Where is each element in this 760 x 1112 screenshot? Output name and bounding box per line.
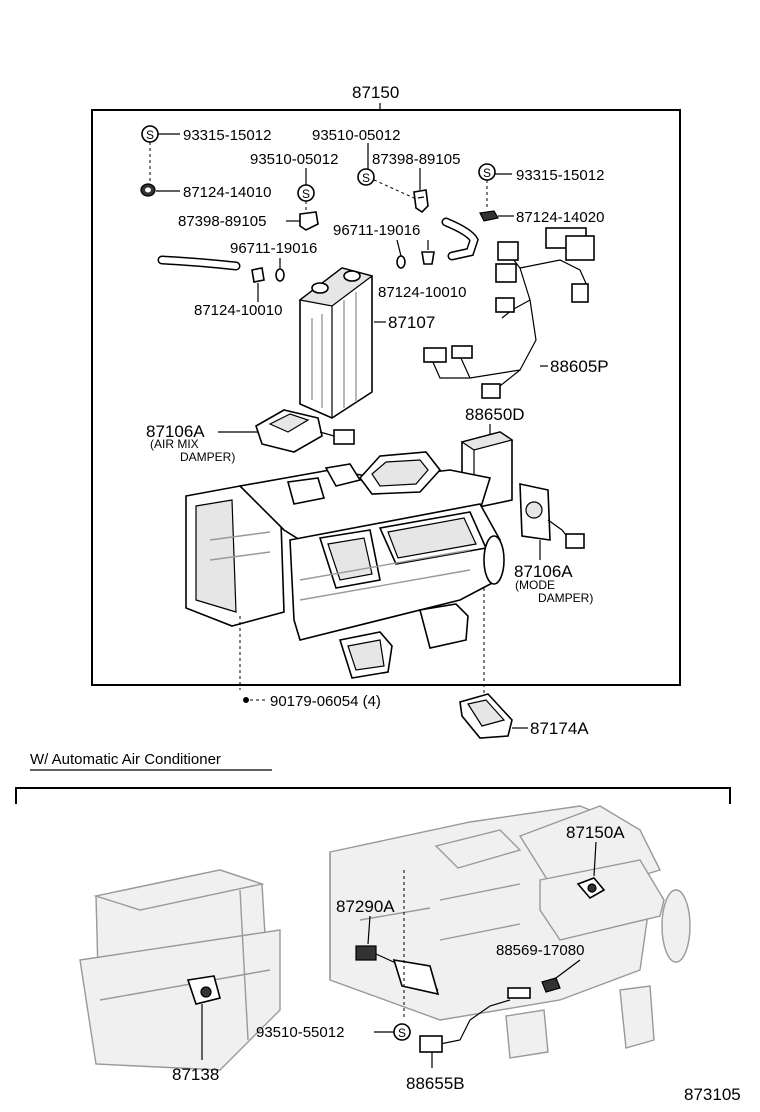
assembly-number: 87150 xyxy=(352,83,399,102)
figure-number: 873105 xyxy=(684,1085,741,1104)
mode-desc-line2: DAMPER) xyxy=(538,591,593,605)
callout-88569-17080: 88569-17080 xyxy=(496,942,584,959)
callout-88655B: 88655B xyxy=(406,1074,465,1093)
o-ring-icon xyxy=(275,268,285,282)
pipe-left-icon xyxy=(157,255,241,271)
bracket-icon xyxy=(413,189,429,214)
clamp-icon xyxy=(507,977,561,999)
callout-88605P: 88605P xyxy=(550,357,609,376)
assembly-frame xyxy=(91,109,681,686)
supplier-mark-icon: S xyxy=(141,125,159,143)
callout-96711-19016-left: 96711-19016 xyxy=(230,240,317,257)
supplier-mark-icon: S xyxy=(478,163,496,181)
callout-93315-15012-left: 93315-15012 xyxy=(183,127,271,144)
clip-icon xyxy=(140,183,156,197)
clip-icon xyxy=(251,267,265,283)
airmix-desc-line2: DAMPER) xyxy=(180,450,235,464)
section-bracket xyxy=(15,787,731,804)
section-title: W/ Automatic Air Conditioner xyxy=(30,751,221,768)
o-ring-icon xyxy=(396,255,406,269)
screw-icon xyxy=(243,697,249,703)
svg-text:S: S xyxy=(146,128,154,142)
sensor-87290A-icon xyxy=(355,945,440,996)
sensor-88655B-icon xyxy=(419,999,511,1053)
callout-87124-10010-left: 87124-10010 xyxy=(194,302,282,319)
callout-87398-89105-right: 87398-89105 xyxy=(372,151,460,168)
callout-87106A-airmix: 87106A xyxy=(146,422,205,441)
clip-icon xyxy=(479,210,499,222)
supplier-mark-icon: S xyxy=(393,1023,411,1041)
callout-93315-15012-right: 93315-15012 xyxy=(516,167,604,184)
callout-96711-19016-right: 96711-19016 xyxy=(333,222,420,239)
svg-text:S: S xyxy=(483,166,491,180)
sensor-87150A-icon xyxy=(576,877,606,900)
callout-87106A-mode: 87106A xyxy=(514,562,573,581)
servo-motor-mode-icon xyxy=(519,483,585,549)
heater-case-icon xyxy=(185,451,505,679)
heater-core-icon xyxy=(298,267,374,419)
callout-87174A: 87174A xyxy=(530,719,589,738)
duct-icon xyxy=(459,693,513,739)
mode-desc-line1: (MODE xyxy=(515,578,555,592)
callout-87138: 87138 xyxy=(172,1065,219,1084)
bracket-icon xyxy=(299,211,319,231)
ac-heater-unit-icon xyxy=(329,805,691,1059)
wire-harness-icon xyxy=(423,227,595,399)
callout-87150A: 87150A xyxy=(566,823,625,842)
callout-88650D: 88650D xyxy=(465,405,525,424)
supplier-mark-icon: S xyxy=(297,184,315,202)
blower-unit-icon xyxy=(79,869,281,1071)
svg-text:S: S xyxy=(362,171,370,185)
callout-93510-05012-top: 93510-05012 xyxy=(312,127,400,144)
callout-87290A: 87290A xyxy=(336,897,395,916)
supplier-mark-icon: S xyxy=(357,168,375,186)
callout-87107: 87107 xyxy=(388,313,435,332)
callout-90179-06054: 90179-06054 (4) xyxy=(270,693,381,710)
airmix-desc-line1: (AIR MIX xyxy=(150,437,199,451)
servo-motor-airmix-icon xyxy=(255,409,355,453)
clip-icon xyxy=(421,251,435,265)
callout-93510-05012-second: 93510-05012 xyxy=(250,151,338,168)
callout-87124-14010: 87124-14010 xyxy=(183,184,271,201)
callout-93510-55012: 93510-55012 xyxy=(256,1024,344,1041)
pipe-right-icon xyxy=(441,217,479,261)
svg-text:S: S xyxy=(398,1026,406,1040)
callout-87398-89105-left: 87398-89105 xyxy=(178,213,266,230)
callout-87124-10010-right: 87124-10010 xyxy=(378,284,466,301)
sensor-87138-icon xyxy=(186,975,221,1005)
callout-87124-14020: 87124-14020 xyxy=(516,209,604,226)
svg-text:S: S xyxy=(302,187,310,201)
